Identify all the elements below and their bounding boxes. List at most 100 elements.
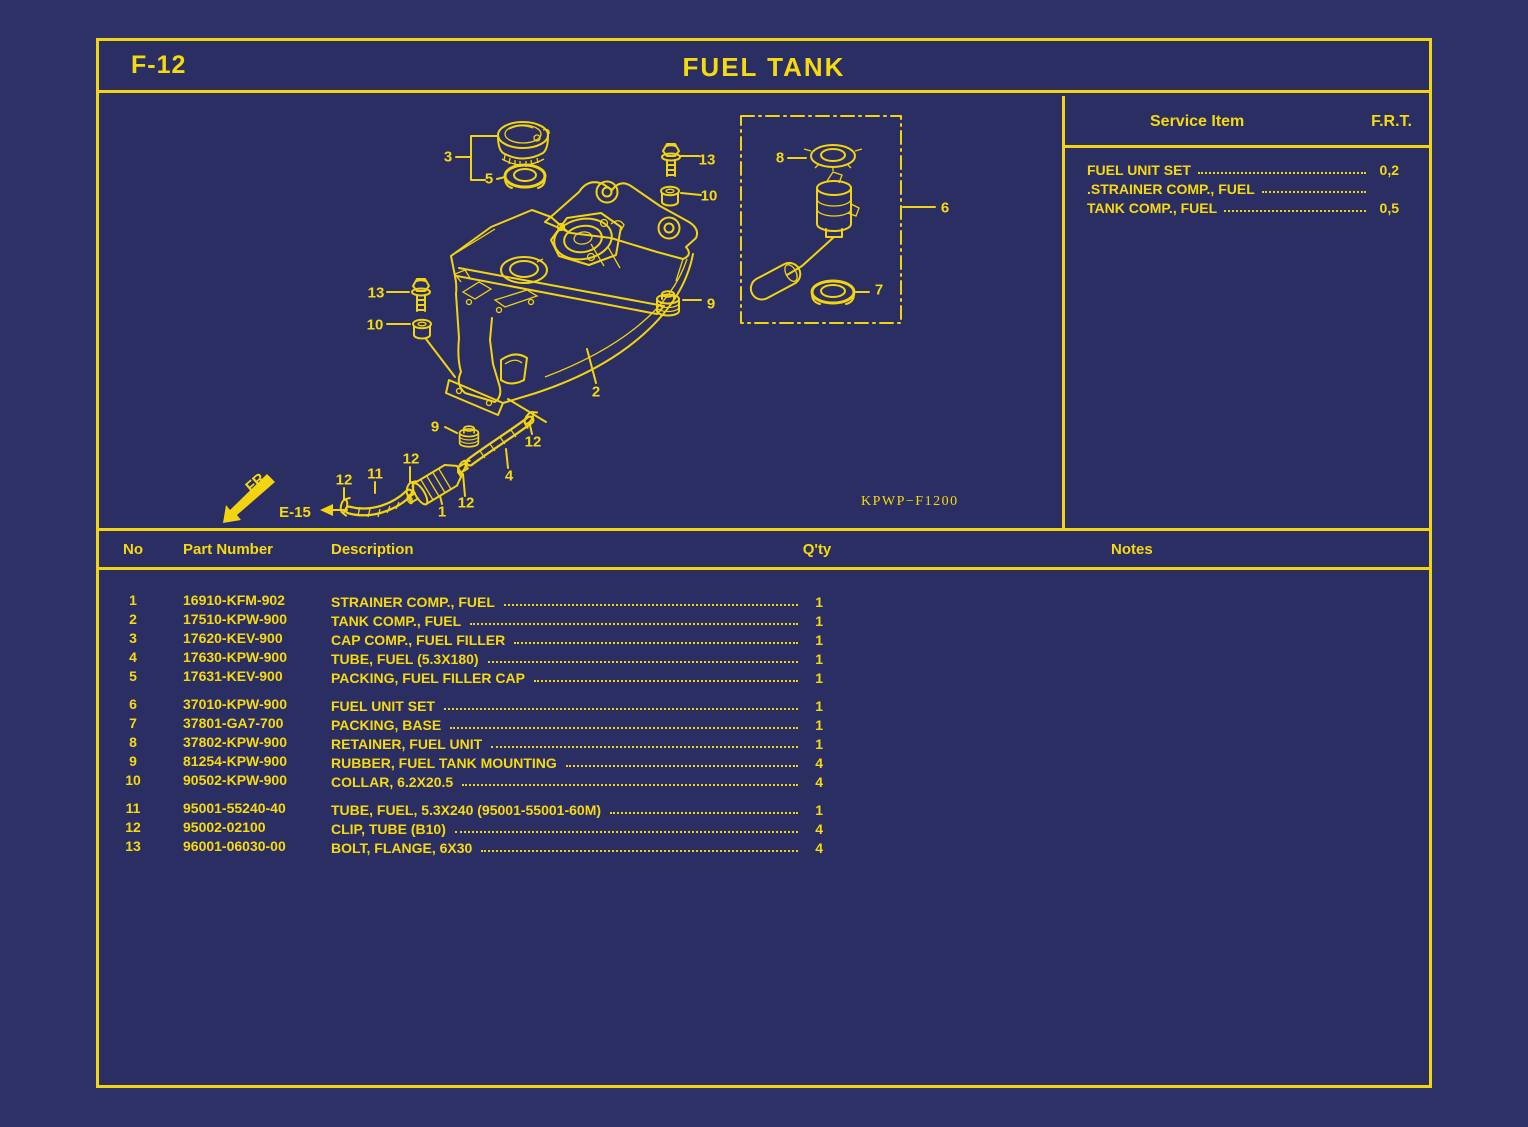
callout-4: 4	[505, 468, 514, 485]
part-qty: 1	[815, 735, 823, 752]
dotted-leader	[487, 660, 798, 663]
part-description: COLLAR, 6.2X20.5	[331, 773, 454, 790]
dotted-leader	[450, 726, 798, 729]
column-no: No	[123, 541, 143, 558]
part-no: 13	[125, 838, 141, 854]
part-qty: 1	[815, 650, 823, 667]
part-no: 12	[125, 819, 141, 835]
reference-link-e15[interactable]: E-15	[279, 504, 311, 521]
callout-12: 12	[458, 495, 475, 512]
dotted-leader	[443, 707, 798, 710]
part-description: PACKING, FUEL FILLER CAP	[331, 669, 525, 686]
part-qty: 4	[815, 754, 823, 771]
frt-heading: F.R.T.	[1371, 113, 1412, 130]
part-description: CLIP, TUBE (B10)	[331, 820, 446, 837]
dotted-leader	[481, 849, 798, 852]
dotted-leader	[1261, 190, 1366, 193]
part-number: 95002-02100	[183, 819, 266, 835]
callout-bracket-3-5	[455, 135, 506, 181]
fuel-unit-inset-drawing	[740, 115, 936, 324]
part-description-line: RETAINER, FUEL UNIT 1	[331, 734, 823, 753]
callout-5: 5	[485, 171, 493, 188]
part-description-line: CLIP, TUBE (B10) 4	[331, 819, 823, 838]
column-notes: Notes	[1111, 541, 1153, 558]
part-description: TUBE, FUEL (5.3X180)	[331, 650, 479, 667]
service-panel-header: Service Item F.R.T.	[1065, 96, 1429, 148]
part-row[interactable]: 8 37802-KPW-900 RETAINER, FUEL UNIT 1	[99, 734, 1429, 753]
callout-13: 13	[368, 285, 385, 302]
dotted-leader	[503, 603, 798, 606]
front-direction-arrow: FR.	[223, 467, 275, 523]
part-number: 90502-KPW-900	[183, 772, 287, 788]
callout-2: 2	[592, 384, 600, 401]
parts-diagram: FR. E-15 KPWP−F1200 35131013109291211121…	[223, 115, 959, 523]
part-row[interactable]: 12 95002-02100 CLIP, TUBE (B10) 4	[99, 819, 1429, 838]
callout-10: 10	[367, 317, 384, 334]
page-title: FUEL TANK	[682, 52, 846, 82]
part-qty: 4	[815, 820, 823, 837]
callout-12: 12	[525, 434, 542, 451]
part-description: FUEL UNIT SET	[331, 697, 435, 714]
dotted-leader	[533, 679, 798, 682]
callout-1: 1	[438, 504, 446, 521]
dotted-leader	[1197, 171, 1366, 174]
part-description: RETAINER, FUEL UNIT	[331, 735, 483, 752]
part-no: 10	[125, 772, 141, 788]
service-item-name: TANK COMP., FUEL	[1087, 199, 1218, 216]
part-number: 81254-KPW-900	[183, 753, 287, 769]
leader-lines-left	[386, 291, 456, 378]
part-number: 37010-KPW-900	[183, 696, 287, 712]
callout-12: 12	[336, 472, 353, 489]
part-no: 1	[129, 592, 137, 608]
dotted-leader	[565, 764, 798, 767]
callout-9: 9	[707, 296, 715, 313]
part-row[interactable]: 9 81254-KPW-900 RUBBER, FUEL TANK MOUNTING…	[99, 753, 1429, 772]
callout-7: 7	[875, 282, 883, 299]
part-no: 3	[129, 630, 137, 646]
dotted-leader	[1224, 209, 1366, 212]
column-part-number: Part Number	[183, 541, 274, 558]
part-no: 5	[129, 668, 137, 684]
fuel-tank-drawing	[445, 180, 699, 423]
part-description-line: TUBE, FUEL (5.3X180) 1	[331, 649, 823, 668]
column-description: Description	[331, 541, 414, 558]
fuel-line-drawing	[320, 407, 539, 518]
part-number: 95001-55240-40	[183, 800, 286, 816]
part-number: 17631-KEV-900	[183, 668, 283, 684]
part-no: 8	[129, 734, 137, 750]
dotted-leader	[462, 783, 798, 786]
drawing-code: KPWP−F1200	[861, 494, 959, 509]
part-number: 37802-KPW-900	[183, 734, 287, 750]
row-group-gap	[99, 687, 1429, 696]
part-no: 9	[129, 753, 137, 769]
filler-cap-packing-drawing	[503, 163, 547, 189]
page-header: F-12 FUEL TANK	[99, 41, 1429, 93]
page-code: F-12	[131, 51, 187, 79]
part-qty: 1	[815, 593, 823, 610]
part-no: 2	[129, 611, 137, 627]
part-qty: 1	[815, 801, 823, 818]
part-number: 96001-06030-00	[183, 838, 286, 854]
callout-8: 8	[776, 150, 784, 167]
